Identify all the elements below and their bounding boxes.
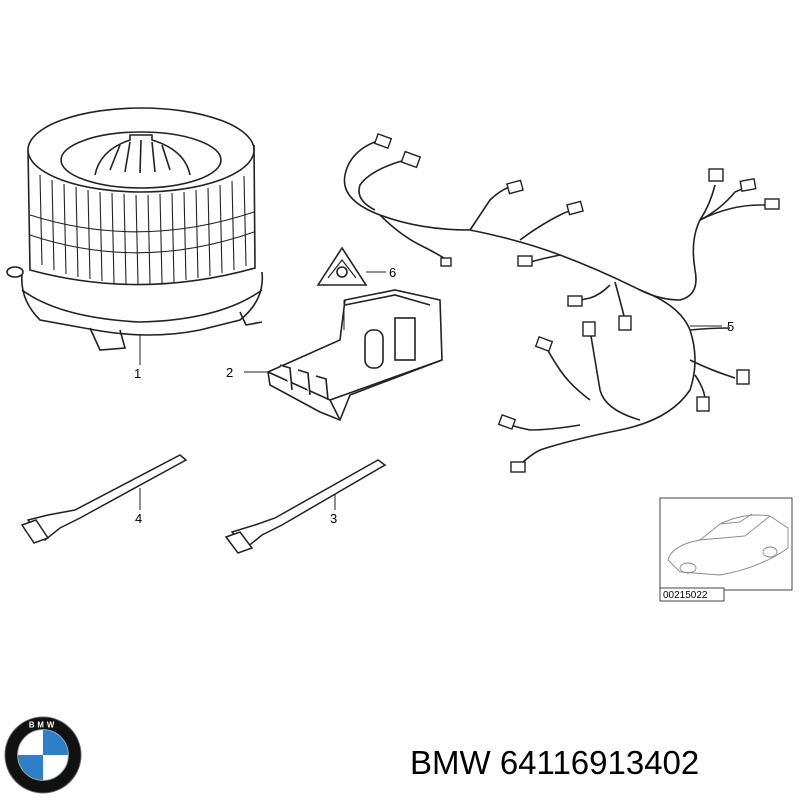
control-unit-part-2 (244, 289, 443, 422)
wiring-harness-part-5 (343, 133, 780, 473)
callout-5: 5 (727, 319, 734, 334)
callout-1: 1 (134, 366, 141, 381)
bmw-logo: BMW (4, 716, 82, 794)
cable-tie-part-4 (20, 454, 188, 544)
callout-2: 2 (226, 365, 233, 380)
brand-name: BMW (410, 744, 491, 781)
part-number: 64116913402 (499, 744, 700, 781)
logo-lettering: BMW (29, 721, 57, 730)
reference-code: 00215022 (663, 590, 708, 601)
part-caption: BMW 64116913402 (410, 738, 795, 788)
callout-4: 4 (135, 511, 142, 526)
cable-tie-part-3 (224, 459, 387, 554)
vehicle-reference-thumbnail: 00215022 (659, 497, 793, 602)
blower-fan-part-1 (6, 107, 264, 365)
warning-label-part-6 (316, 246, 386, 286)
callout-6: 6 (389, 265, 396, 280)
callout-3: 3 (330, 511, 337, 526)
